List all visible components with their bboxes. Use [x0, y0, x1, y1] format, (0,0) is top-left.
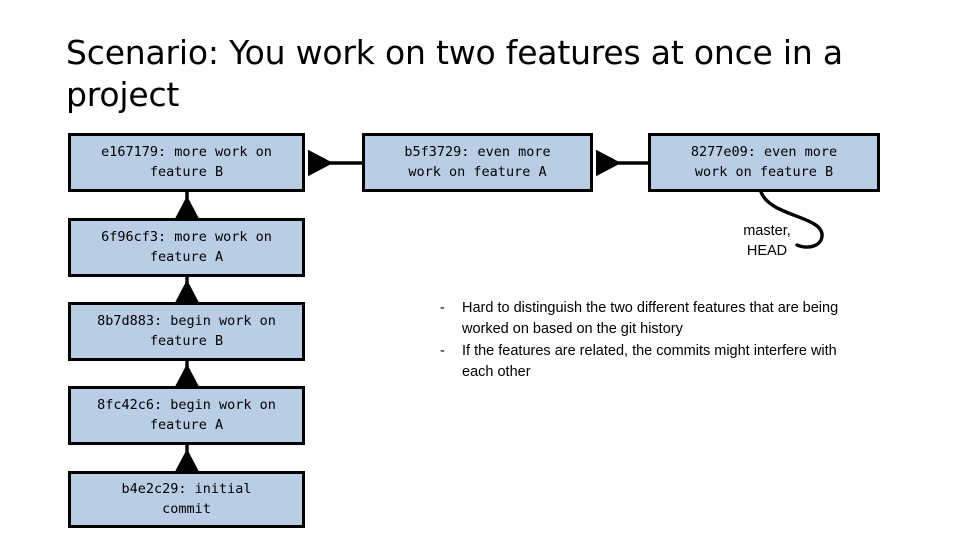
commit-label: b5f3729: even more work on feature A — [404, 143, 551, 180]
bullet-marker: - — [440, 343, 445, 360]
commit-node-6f96cf3[interactable]: 6f96cf3: more work on feature A — [68, 218, 305, 277]
bullet-marker: - — [440, 300, 445, 316]
commit-label: e167179: more work on feature B — [101, 143, 272, 180]
branch-head-label: master, HEAD — [743, 223, 791, 259]
commit-node-b5f3729[interactable]: b5f3729: even more work on feature A — [362, 133, 593, 192]
list-item: - Hard to distinguish the two different … — [440, 298, 840, 340]
commit-node-e167179[interactable]: e167179: more work on feature B — [68, 133, 305, 192]
page-title: Scenario: You work on two features at on… — [66, 33, 843, 115]
commit-label: 8fc42c6: begin work on feature A — [97, 396, 276, 433]
commit-node-8b7d883[interactable]: 8b7d883: begin work on feature B — [68, 302, 305, 361]
list-item-text: If the features are related, the commits… — [462, 343, 837, 381]
list-item-text: Hard to distinguish the two different fe… — [462, 300, 839, 338]
notes-list: - Hard to distinguish the two different … — [440, 298, 840, 384]
list-item: - If the features are related, the commi… — [440, 341, 840, 383]
commit-label: 6f96cf3: more work on feature A — [101, 228, 272, 265]
commit-label: 8b7d883: begin work on feature B — [97, 312, 276, 349]
commit-node-8fc42c6[interactable]: 8fc42c6: begin work on feature A — [68, 386, 305, 445]
commit-label: b4e2c29: initial commit — [121, 480, 252, 517]
commit-label: 8277e09: even more work on feature B — [690, 143, 838, 180]
commit-node-b4e2c29[interactable]: b4e2c29: initial commit — [68, 471, 305, 528]
commit-node-8277e09[interactable]: 8277e09: even more work on feature B — [648, 133, 880, 192]
